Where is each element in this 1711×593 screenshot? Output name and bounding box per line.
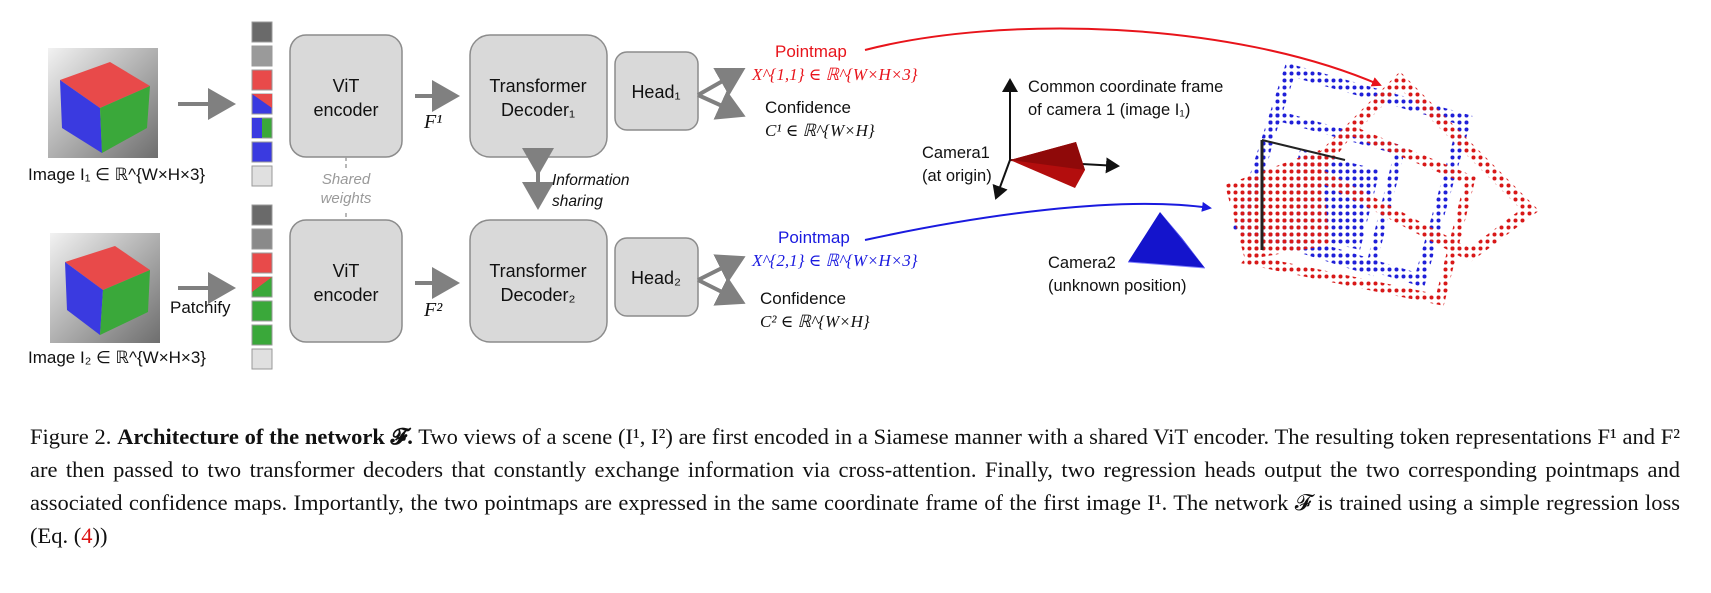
camera2-label-line2: (unknown position) [1048,277,1187,295]
patchify-label: Patchify [170,298,231,317]
info-sharing-line2: sharing [552,193,603,210]
confidence1-math: C¹ ∈ ℝ^{W×H} [765,121,875,140]
camera1-label-line2: (at origin) [922,167,992,185]
feature1-label: F¹ [423,111,442,133]
pointmap1-math: X^{1,1} ∈ ℝ^{W×H×3} [751,65,918,84]
transformer-decoder-1 [469,34,608,158]
decoder1-label-line2: Decoder₁ [501,100,575,120]
encoder1-label-line1: ViT [333,76,360,96]
head1-label: Head₁ [631,82,680,102]
decoder2-label-line2: Decoder₂ [500,285,575,305]
pointmap1-label: Pointmap [775,42,847,61]
camera2-frustum [1127,212,1206,269]
pointcloud-red [1225,71,1540,306]
confidence2-label: Confidence [760,289,846,308]
head2-label: Head₂ [631,268,681,288]
caption-body-part1: Two views of a scene (I¹, I²) are first … [30,424,1681,548]
encoder1-label-line2: encoder [313,100,378,120]
head1-pointmap-arrow [697,67,746,97]
encoder2-label-line1: ViT [333,261,360,281]
head2-confidence-arrow [697,276,746,306]
shared-weights-line2: weights [321,190,372,207]
transformer-decoder-2 [469,219,608,343]
decoder2-label-line1: Transformer [489,261,586,281]
input-image-2 [50,233,160,343]
camera2-label-line1: Camera2 [1048,254,1116,272]
shared-weights-line1: Shared [322,171,371,188]
shared-weights-bg [316,170,376,210]
input-image-1 [48,48,158,158]
feature2-label: F² [423,299,443,321]
patch-column-1 [251,21,273,187]
info-sharing-line1: Information [552,172,630,189]
frame-label-line2: of camera 1 (image I₁) [1028,101,1190,119]
pointmap2-math: X^{2,1} ∈ ℝ^{W×H×3} [751,251,918,270]
camera1-frustum [1010,142,1085,188]
vit-encoder-1 [289,34,403,158]
pointmap1-curve-arrow [864,27,1382,87]
head1-confidence-arrow [697,90,746,120]
caption-eq-ref[interactable]: 4 [81,523,93,548]
decoder1-label-line1: Transformer [489,76,586,96]
coordinate-frame [992,78,1120,200]
head-1 [614,51,699,131]
pointmap2-curve-arrow [864,201,1212,241]
pointmap2-label: Pointmap [778,228,850,247]
vit-encoder-2 [289,219,403,343]
image1-label: Image I₁ ∈ ℝ^{W×H×3} [28,165,205,184]
frame-label-line1: Common coordinate frame [1028,78,1223,96]
head2-pointmap-arrow [697,254,746,284]
image2-label: Image I₂ ∈ ℝ^{W×H×3} [28,348,206,367]
camera1-label-line1: Camera1 [922,144,990,162]
encoder2-label-line2: encoder [313,285,378,305]
figure-caption: Figure 2. Architecture of the network 𝓕.… [30,420,1680,552]
patch-column-2 [251,204,273,370]
caption-title: Architecture of the network 𝓕. [117,424,413,449]
architecture-diagram: Image I₁ ∈ ℝ^{W×H×3} Image I₂ ∈ ℝ^{W×H×3… [28,21,1540,370]
caption-figure-label: Figure 2. [30,424,112,449]
head-2 [614,237,699,317]
confidence2-math: C² ∈ ℝ^{W×H} [760,312,870,331]
confidence1-label: Confidence [765,98,851,117]
caption-body-part2: )) [92,523,108,548]
